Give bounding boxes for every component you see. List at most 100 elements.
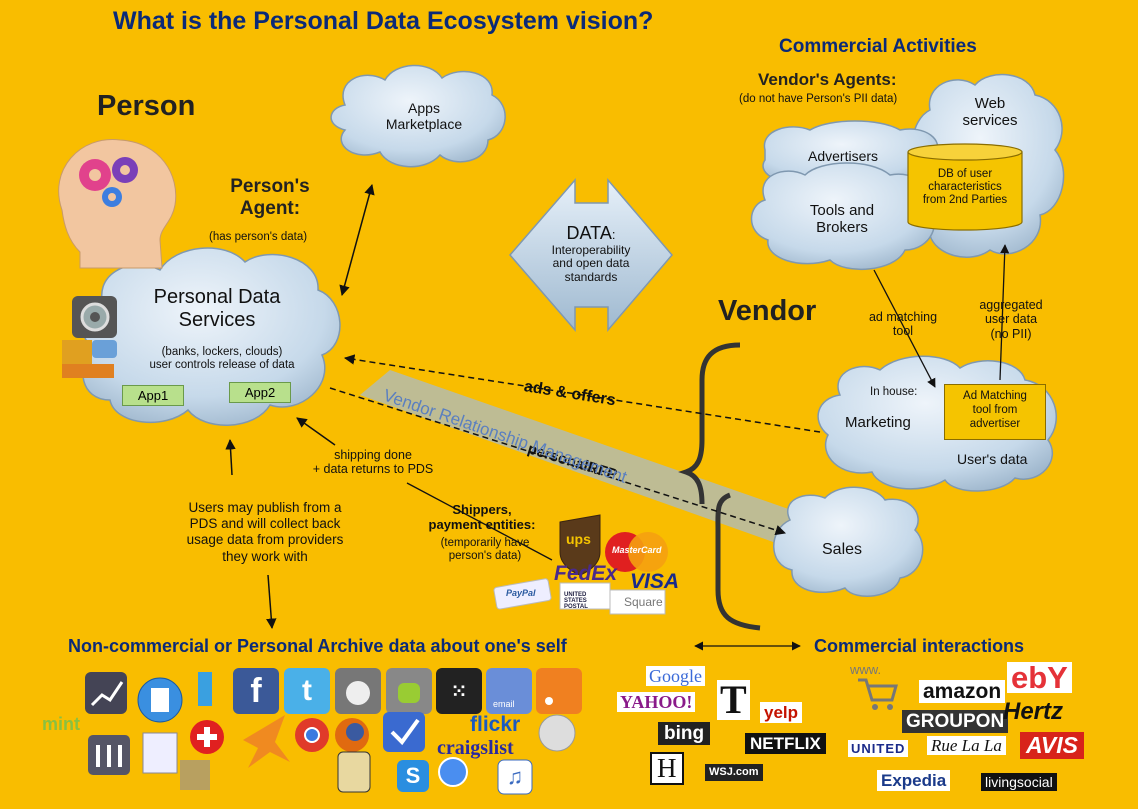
ruelala-logo[interactable]: Rue La La <box>927 736 1006 755</box>
ad-matching-label: ad matching tool <box>862 310 944 339</box>
lock-cloud-icon <box>62 340 117 378</box>
stocks-chart-icon <box>85 672 127 714</box>
ad-box-line3: advertiser <box>969 418 1021 430</box>
db-line2: characteristics <box>928 181 1002 194</box>
db-line1: DB of user <box>937 168 993 180</box>
music-glyph[interactable]: ♫ <box>506 764 524 789</box>
users-publish-label: Users may publish from a PDS and will co… <box>150 500 380 565</box>
db-cylinder <box>907 143 1023 231</box>
groupon-logo[interactable]: GROUPON <box>902 710 1009 733</box>
ad-box-line1: Ad Matching <box>963 390 1027 402</box>
first-aid-icon <box>190 720 224 754</box>
persons-agent-heading: Person's Agent: <box>206 176 334 220</box>
arrow-ad-matching <box>873 269 936 388</box>
persons-agent-line2: Agent: <box>239 197 301 219</box>
settings-gears-icon <box>72 296 117 338</box>
chat-bubble-icon <box>438 757 468 787</box>
bank-icon <box>88 735 130 775</box>
pds-title-line1: Personal Data <box>153 286 281 308</box>
vendors-agents-heading: Vendor's Agents: <box>758 70 897 89</box>
arrow-shipping <box>296 417 336 446</box>
yelp-logo[interactable]: yelp <box>760 702 803 723</box>
app2-box: App2 <box>229 382 291 403</box>
pds-cloud <box>82 247 341 426</box>
expedia-logo[interactable]: Expedia <box>877 770 951 791</box>
data-line1: Interoperability <box>551 242 631 257</box>
skype-glyph[interactable]: S <box>405 763 421 788</box>
netflix-logo[interactable]: NETFLIX <box>745 733 826 754</box>
visa-text: VISA <box>630 570 680 593</box>
arrow-aggregated <box>999 244 1010 381</box>
publish-line3: usage data from providers <box>186 532 344 548</box>
twitter-icon <box>284 668 330 714</box>
flickr-logo[interactable]: flickr <box>470 713 521 736</box>
square-text: Square <box>624 595 663 609</box>
commercial-activities-heading: Commercial Activities <box>779 36 977 57</box>
amazon-logo[interactable]: amazon <box>919 680 1006 703</box>
skype-icon <box>397 760 429 792</box>
sales-cloud <box>773 486 924 597</box>
web-line: Web <box>974 95 1006 112</box>
aggregated-line2: user data <box>984 312 1038 327</box>
pds-sub-line1: (banks, lockers, clouds) <box>161 346 283 358</box>
marketing-label: Marketing <box>845 414 911 431</box>
ad-box-line2: tool from <box>972 404 1018 416</box>
bing-logo[interactable]: bing <box>658 722 711 745</box>
blackberry-glyph[interactable]: ⁙ <box>450 680 468 703</box>
arrow-shippers-line <box>406 482 553 561</box>
shipping-label: shipping done + data returns to PDS <box>293 448 453 477</box>
non-commercial-heading: Non-commercial or Personal Archive data … <box>68 636 567 656</box>
shippers-note-line1: (temporarily have <box>440 537 530 549</box>
pds-title: Personal Data Services <box>122 286 312 332</box>
google-logo[interactable]: Google <box>646 666 705 686</box>
web-services-label: Web services <box>945 95 1035 130</box>
db-line3: from 2nd Parties <box>922 194 1008 207</box>
data-line3: standards <box>564 270 618 285</box>
data-title: DATA <box>566 223 612 243</box>
firefox-icon <box>335 718 369 752</box>
vendor-bracket-upper <box>678 342 741 505</box>
livingsocial-logo[interactable]: livingsocial <box>981 773 1057 791</box>
pds-subtitle: (banks, lockers, clouds) user controls r… <box>122 346 322 372</box>
avis-logo[interactable]: AVIS <box>1020 732 1084 759</box>
mastercard-logo <box>605 532 668 572</box>
vendor-bracket-lower <box>715 492 761 631</box>
nyt-logo[interactable]: T <box>717 680 750 720</box>
data-line2: and open data <box>552 256 630 271</box>
usps-text: UNITED STATES POSTAL <box>564 592 588 610</box>
ebay-logo[interactable]: ebY <box>1007 662 1072 693</box>
facebook-glyph[interactable]: f <box>250 671 262 710</box>
blackberry-icon <box>436 668 482 714</box>
contacts-book-icon <box>180 760 210 790</box>
yahoo-logo[interactable]: YAHOO! <box>617 692 696 712</box>
ad-matching-box: Ad Matching tool from advertiser <box>944 384 1046 440</box>
wrench-icon <box>198 672 212 706</box>
airplane-icon <box>243 715 290 768</box>
tools-brokers-label: Tools and Brokers <box>787 202 897 237</box>
aggregated-line3: (no PII) <box>990 326 1032 341</box>
arrow-publish-down <box>266 574 277 630</box>
pds-sub-line2: user controls release of data <box>149 359 295 372</box>
hertz-logo[interactable]: Hertz <box>1003 698 1064 725</box>
shippers-note: (temporarily have person's data) <box>420 537 550 563</box>
aggregated-label: aggregated user data (no PII) <box>966 298 1056 341</box>
data-arrow-label: DATA: Interoperability and open data sta… <box>535 223 647 285</box>
twitter-glyph[interactable]: t <box>302 674 312 707</box>
united-logo[interactable]: UNITED <box>848 740 909 757</box>
huffpost-logo[interactable]: H <box>650 752 684 785</box>
craigslist-logo[interactable]: craigslist <box>437 737 514 759</box>
fedex-text: FedEx <box>554 562 618 585</box>
arrow-ads-offers <box>343 354 821 433</box>
wsj-logo[interactable]: WSJ.com <box>705 764 763 781</box>
shippers-note-line2: person's data) <box>448 550 522 563</box>
mint-logo[interactable]: mint <box>42 714 80 734</box>
wikipedia-icon <box>538 714 576 752</box>
ad-matching-line2: tool <box>892 324 914 339</box>
aggregated-line1: aggregated <box>979 298 1043 312</box>
apps-line: Apps <box>408 100 440 116</box>
apple-icon <box>335 668 381 714</box>
publish-line1: Users may publish from a <box>188 500 342 515</box>
vendors-agents-note: (do not have Person's PII data) <box>739 93 898 105</box>
